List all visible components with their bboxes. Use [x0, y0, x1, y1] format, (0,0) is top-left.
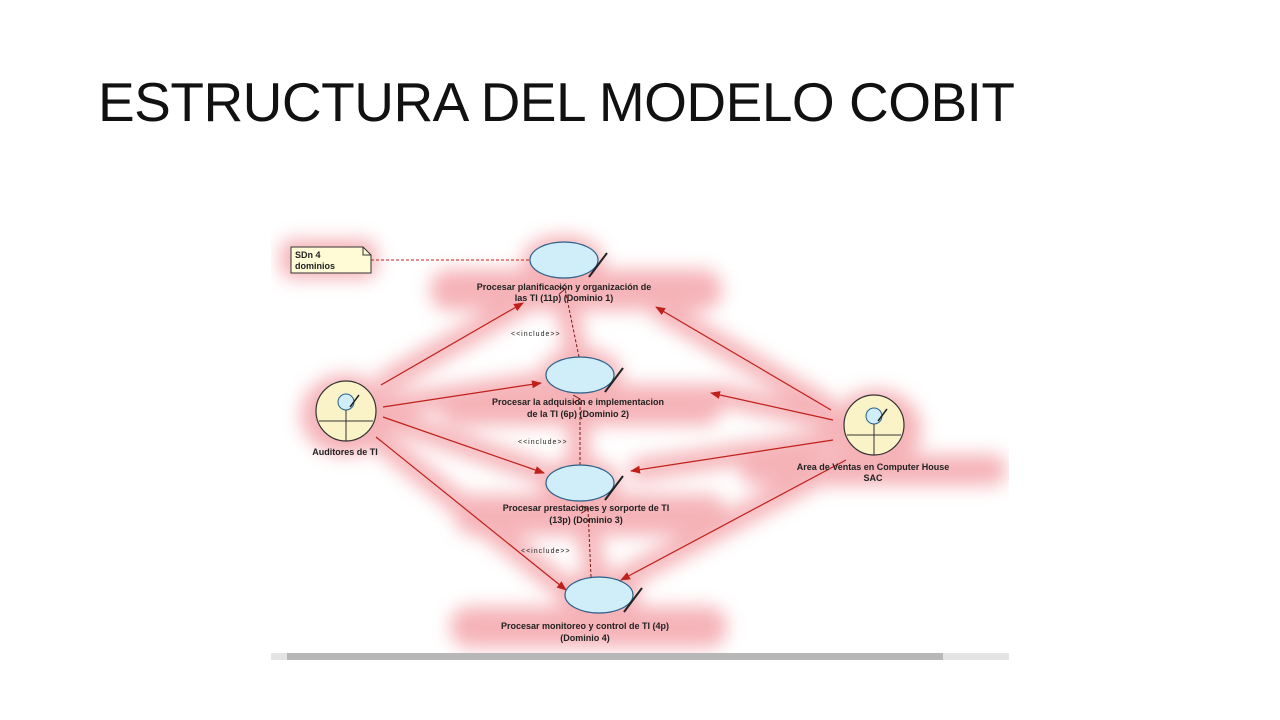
actor-right-line-1: Area de Ventas en Computer House [797, 462, 950, 472]
use-case-1-line-2: las TI (11p) (Dominio 1) [515, 293, 614, 303]
use-case-dominio-3: Procesar prestaciones y sorporte de TI (… [503, 464, 670, 525]
use-case-dominio-1: Procesar planificación y organización de… [477, 241, 652, 303]
use-case-dominio-2: Procesar la adquision e implementacion d… [492, 356, 664, 419]
actor-auditores: Auditores de TI [312, 380, 378, 457]
actor-area-ventas: Area de Ventas en Computer House SAC [797, 394, 950, 483]
use-case-dominio-4: Procesar monitoreo y control de TI (4p) … [501, 576, 669, 643]
actor-right-line-2: SAC [863, 473, 883, 483]
slide-title: ESTRUCTURA DEL MODELO COBIT [98, 71, 1015, 133]
use-case-3-line-2: (13p) (Dominio 3) [549, 515, 623, 525]
note-line-1: SDn 4 [295, 250, 321, 260]
use-case-diagram: SDn 4 dominios <<include>> <<include>> <… [271, 215, 1009, 660]
associations [375, 302, 847, 591]
include-dependencies [565, 289, 592, 578]
horizontal-scrollbar-thumb[interactable] [287, 653, 943, 660]
note-line-2: dominios [295, 261, 335, 271]
use-case-2-line-1: Procesar la adquision e implementacion [492, 397, 664, 407]
use-case-4-line-2: (Dominio 4) [560, 633, 610, 643]
use-case-4-line-1: Procesar monitoreo y control de TI (4p) [501, 621, 669, 631]
include-label-3: <<include>> [521, 548, 571, 555]
use-case-2-line-2: de la TI (6p) (Dominio 2) [527, 409, 629, 419]
use-case-1-line-1: Procesar planificación y organización de [477, 282, 652, 292]
include-label-2: <<include>> [518, 439, 568, 446]
diagram-canvas: SDn 4 dominios <<include>> <<include>> <… [280, 235, 1007, 648]
include-label-1: <<include>> [511, 331, 561, 338]
actor-left-label: Auditores de TI [312, 447, 378, 457]
note: SDn 4 dominios [290, 246, 533, 274]
use-case-3-line-1: Procesar prestaciones y sorporte de TI [503, 503, 670, 513]
